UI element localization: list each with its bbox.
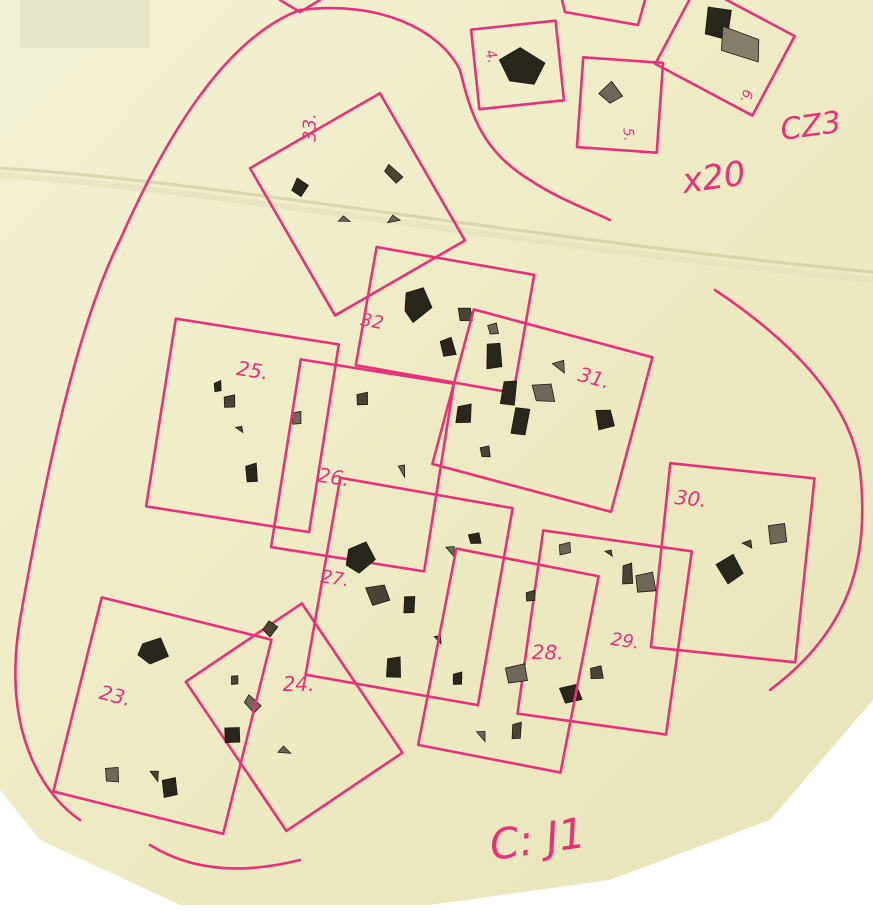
photo-30-label: 30. [674, 485, 708, 512]
photo-29-label: 29. [609, 629, 640, 654]
photo-25-label: 25. [235, 356, 270, 385]
photo-33-label: 33. [300, 113, 321, 142]
photo-32-label: 32 [359, 310, 385, 335]
photo-24-label: 24. [283, 672, 315, 696]
photo-26-label: 26. [316, 463, 351, 492]
tape-remnant [20, 0, 150, 48]
photo-28-label: 28. [532, 640, 564, 665]
photo-5-label: 5. [619, 127, 636, 142]
